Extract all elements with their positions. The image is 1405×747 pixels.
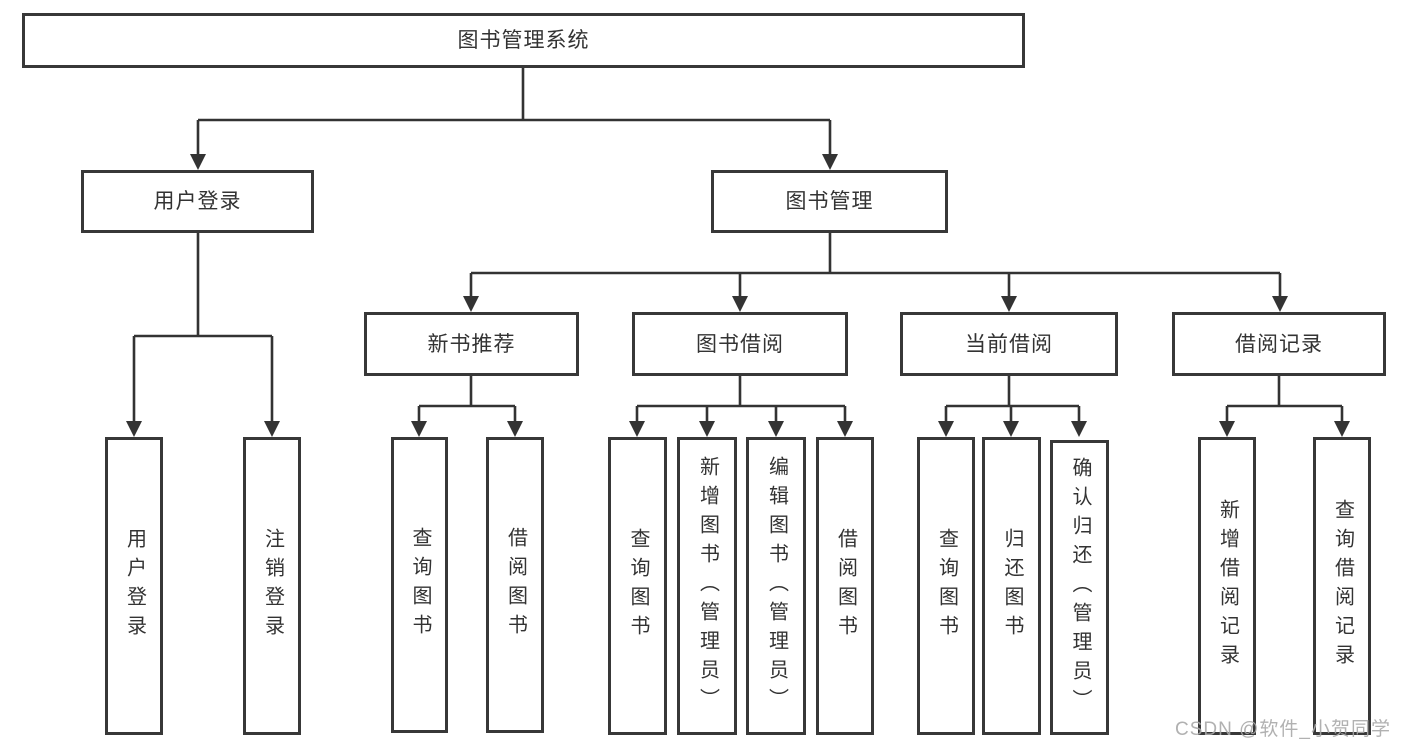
leaf-query-book-2: 查询图书 — [608, 437, 667, 735]
connector-borrow-record — [1219, 376, 1350, 437]
connector-book-borrow — [629, 376, 853, 437]
node-book-management: 图书管理 — [711, 170, 948, 233]
leaf-add-book-admin: 新增图书（管理员） — [677, 437, 737, 735]
leaf-confirm-return-admin: 确认归还（管理员） — [1050, 440, 1109, 735]
node-label: 当前借阅 — [965, 332, 1053, 356]
node-new-book-recommend: 新书推荐 — [364, 312, 579, 376]
leaf-label: 确认归还（管理员） — [1069, 457, 1091, 718]
node-label: 图书管理 — [785, 190, 874, 213]
leaf-label: 新增借阅记录 — [1216, 499, 1239, 673]
connector-root — [190, 68, 838, 170]
leaf-label: 注销登录 — [261, 528, 284, 644]
leaf-label: 查询图书 — [627, 528, 649, 644]
leaf-label: 借阅图书 — [834, 528, 857, 644]
connector-new-book — [411, 376, 523, 437]
leaf-label: 查询借阅记录 — [1331, 499, 1354, 673]
node-label: 图书管理系统 — [457, 29, 590, 52]
connector-book-management — [463, 233, 1288, 312]
csdn-watermark: CSDN @软件_小贺同学 — [1175, 719, 1391, 740]
leaf-return-book: 归还图书 — [982, 437, 1041, 735]
leaf-edit-book-admin: 编辑图书（管理员） — [746, 437, 806, 735]
leaf-query-book-3: 查询图书 — [917, 437, 975, 735]
node-label: 借阅记录 — [1235, 332, 1323, 356]
node-user-login: 用户登录 — [81, 170, 314, 233]
leaf-borrow-book-1: 借阅图书 — [486, 437, 544, 733]
leaf-logout: 注销登录 — [243, 437, 301, 735]
leaf-query-borrow-record: 查询借阅记录 — [1313, 437, 1371, 735]
node-library-management-system: 图书管理系统 — [22, 13, 1025, 68]
leaf-label: 新增图书（管理员） — [696, 455, 719, 717]
leaf-label: 归还图书 — [1001, 528, 1023, 644]
node-borrow-record: 借阅记录 — [1172, 312, 1386, 376]
leaf-query-book-1: 查询图书 — [391, 437, 448, 733]
node-book-borrow: 图书借阅 — [632, 312, 848, 376]
leaf-user-login: 用户登录 — [105, 437, 163, 735]
node-label: 新书推荐 — [427, 332, 516, 356]
node-current-borrow: 当前借阅 — [900, 312, 1118, 376]
leaf-label: 查询图书 — [935, 528, 958, 644]
connector-current-borrow — [938, 376, 1087, 437]
leaf-label: 查询图书 — [409, 527, 431, 643]
leaf-label: 编辑图书（管理员） — [765, 455, 788, 717]
leaf-label: 用户登录 — [123, 528, 146, 644]
node-label: 图书借阅 — [696, 332, 784, 356]
connector-user-login — [126, 233, 280, 437]
leaf-label: 借阅图书 — [504, 527, 527, 643]
leaf-add-borrow-record: 新增借阅记录 — [1198, 437, 1256, 735]
leaf-borrow-book-2: 借阅图书 — [816, 437, 874, 735]
node-label: 用户登录 — [153, 190, 242, 213]
